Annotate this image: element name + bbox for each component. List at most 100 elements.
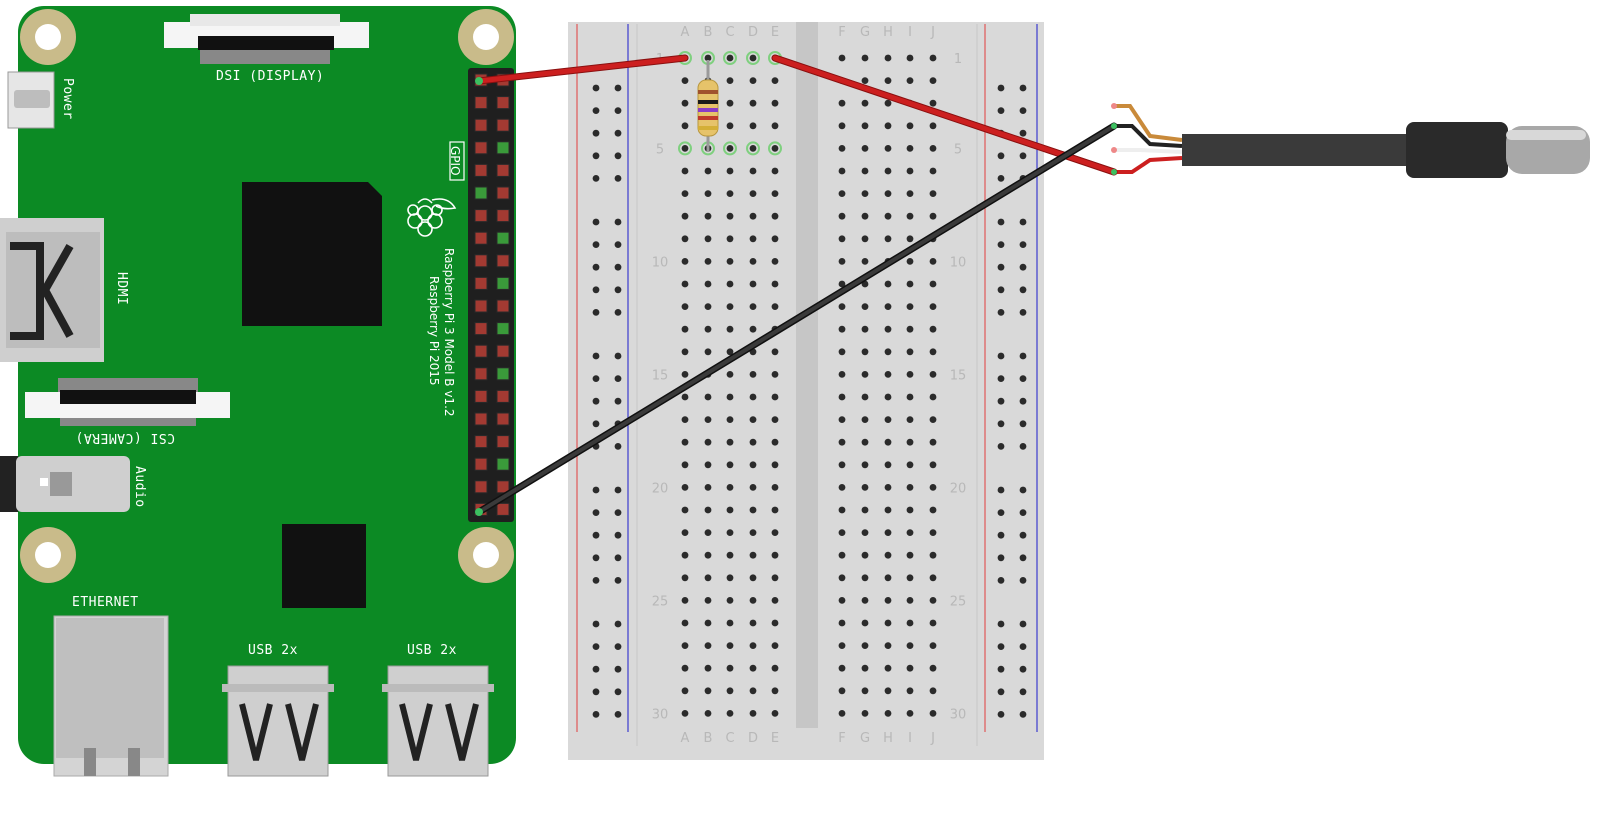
breadboard-hole	[726, 484, 734, 491]
breadboard-hole	[929, 258, 937, 265]
rail-hole	[997, 107, 1005, 114]
breadboard-hole	[749, 145, 757, 152]
rail-hole	[614, 509, 622, 516]
row-number: 20	[950, 481, 967, 496]
csi-label: CSI (CAMERA)	[75, 430, 175, 445]
rail-hole	[592, 509, 600, 516]
breadboard-hole	[884, 325, 892, 333]
rail-hole	[592, 531, 600, 539]
breadboard-hole	[726, 551, 734, 559]
rail-hole	[997, 375, 1005, 382]
breadboard-hole	[884, 303, 892, 310]
gpio-pin	[474, 457, 488, 471]
breadboard-hole	[771, 687, 779, 695]
rail-hole	[997, 443, 1005, 450]
breadboard-hole	[929, 145, 937, 152]
breadboard-hole	[681, 122, 689, 130]
rail-hole	[1019, 375, 1027, 382]
breadboard-hole	[726, 77, 734, 84]
breadboard-hole	[726, 642, 734, 649]
row-number: 10	[652, 255, 669, 270]
csi-connector: CSI (CAMERA)	[25, 378, 230, 445]
gpio-pin	[496, 480, 510, 494]
breadboard-hole	[771, 461, 779, 469]
breadboard-hole	[704, 167, 712, 175]
rail-hole	[1019, 443, 1027, 450]
rail-hole	[614, 309, 622, 316]
breadboard-hole	[681, 506, 689, 514]
rail-hole	[592, 107, 600, 114]
breadboard-hole	[884, 77, 892, 84]
column-label: A	[681, 731, 690, 746]
breadboard-hole	[861, 664, 869, 672]
model-label: Raspberry Pi 3 Model B v1.2	[442, 248, 456, 417]
column-label: B	[704, 25, 713, 40]
breadboard-hole	[771, 619, 779, 627]
breadboard-hole	[681, 348, 689, 356]
row-number: 25	[950, 594, 967, 609]
breadboard-hole	[726, 574, 734, 582]
breadboard-hole	[838, 145, 846, 152]
gpio-pin	[496, 502, 510, 516]
breadboard-hole	[726, 122, 734, 130]
breadboard-hole	[704, 551, 712, 559]
breadboard-hole	[771, 664, 779, 672]
gpio-pin	[474, 163, 488, 177]
hdmi-label: HDMI	[114, 272, 129, 305]
breadboard-hole	[906, 529, 914, 536]
breadboard-hole	[681, 619, 689, 627]
breadboard-hole	[749, 371, 757, 378]
column-label: H	[883, 25, 893, 40]
breadboard-hole	[771, 529, 779, 536]
pullup-resistor	[697, 60, 719, 152]
breadboard-hole	[929, 687, 937, 695]
gpio-pin	[474, 299, 488, 313]
gpio-pin	[474, 480, 488, 494]
breadboard-hole	[929, 122, 937, 130]
breadboard-hole	[838, 574, 846, 582]
rail-hole	[997, 554, 1005, 562]
breadboard: ABCDEFGHIJABCDEFGHIJ11551010151520202525…	[568, 22, 1044, 760]
breadboard-hole	[861, 416, 869, 423]
breadboard-hole	[704, 642, 712, 649]
gpio-pin	[474, 276, 488, 290]
rail-hole	[592, 688, 600, 696]
rail-hole	[1019, 486, 1027, 494]
breadboard-hole	[929, 167, 937, 175]
breadboard-hole	[861, 190, 869, 198]
breadboard-hole	[861, 710, 869, 717]
breadboard-hole	[704, 54, 712, 62]
breadboard-hole	[749, 597, 757, 604]
breadboard-hole	[771, 145, 779, 152]
rail-hole	[592, 352, 600, 360]
breadboard-hole	[906, 122, 914, 130]
breadboard-hole	[749, 393, 757, 401]
breadboard-hole	[929, 371, 937, 378]
rail-hole	[592, 554, 600, 562]
breadboard-hole	[906, 710, 914, 717]
gpio-pin	[474, 412, 488, 426]
breadboard-hole	[838, 325, 846, 333]
gpio-pin	[474, 209, 488, 223]
breadboard-hole	[726, 190, 734, 198]
breadboard-hole	[726, 54, 734, 62]
audio-jack: Audio	[0, 456, 147, 512]
breadboard-hole	[906, 54, 914, 62]
breadboard-hole	[929, 190, 937, 198]
breadboard-hole	[749, 54, 757, 62]
ethernet-label: ETHERNET	[72, 595, 139, 610]
breadboard-hole	[884, 145, 892, 152]
rail-hole	[614, 711, 622, 718]
row-number: 20	[652, 481, 669, 496]
breadboard-hole	[726, 664, 734, 672]
breadboard-holes	[592, 51, 1027, 718]
rail-hole	[997, 286, 1005, 294]
breadboard-hole	[771, 597, 779, 604]
breadboard-hole	[771, 303, 779, 310]
rail-hole	[997, 84, 1005, 92]
breadboard-hole	[749, 212, 757, 220]
breadboard-hole	[929, 438, 937, 446]
temperature-sensor-probe	[1111, 103, 1590, 178]
breadboard-hole	[906, 438, 914, 446]
breadboard-hole	[771, 190, 779, 198]
